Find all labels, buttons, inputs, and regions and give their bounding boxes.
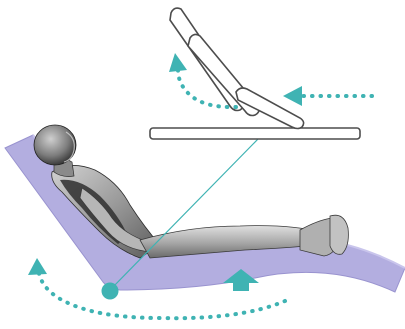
dotted-left-arrow-icon	[283, 86, 302, 106]
curved-arrow-head-bottom	[28, 258, 47, 275]
curved-arrow-head-top	[169, 53, 187, 72]
pivot-dot-icon	[102, 283, 119, 300]
hinge-schematic	[150, 8, 360, 139]
person-feet	[330, 215, 348, 254]
base-plank	[150, 128, 360, 139]
